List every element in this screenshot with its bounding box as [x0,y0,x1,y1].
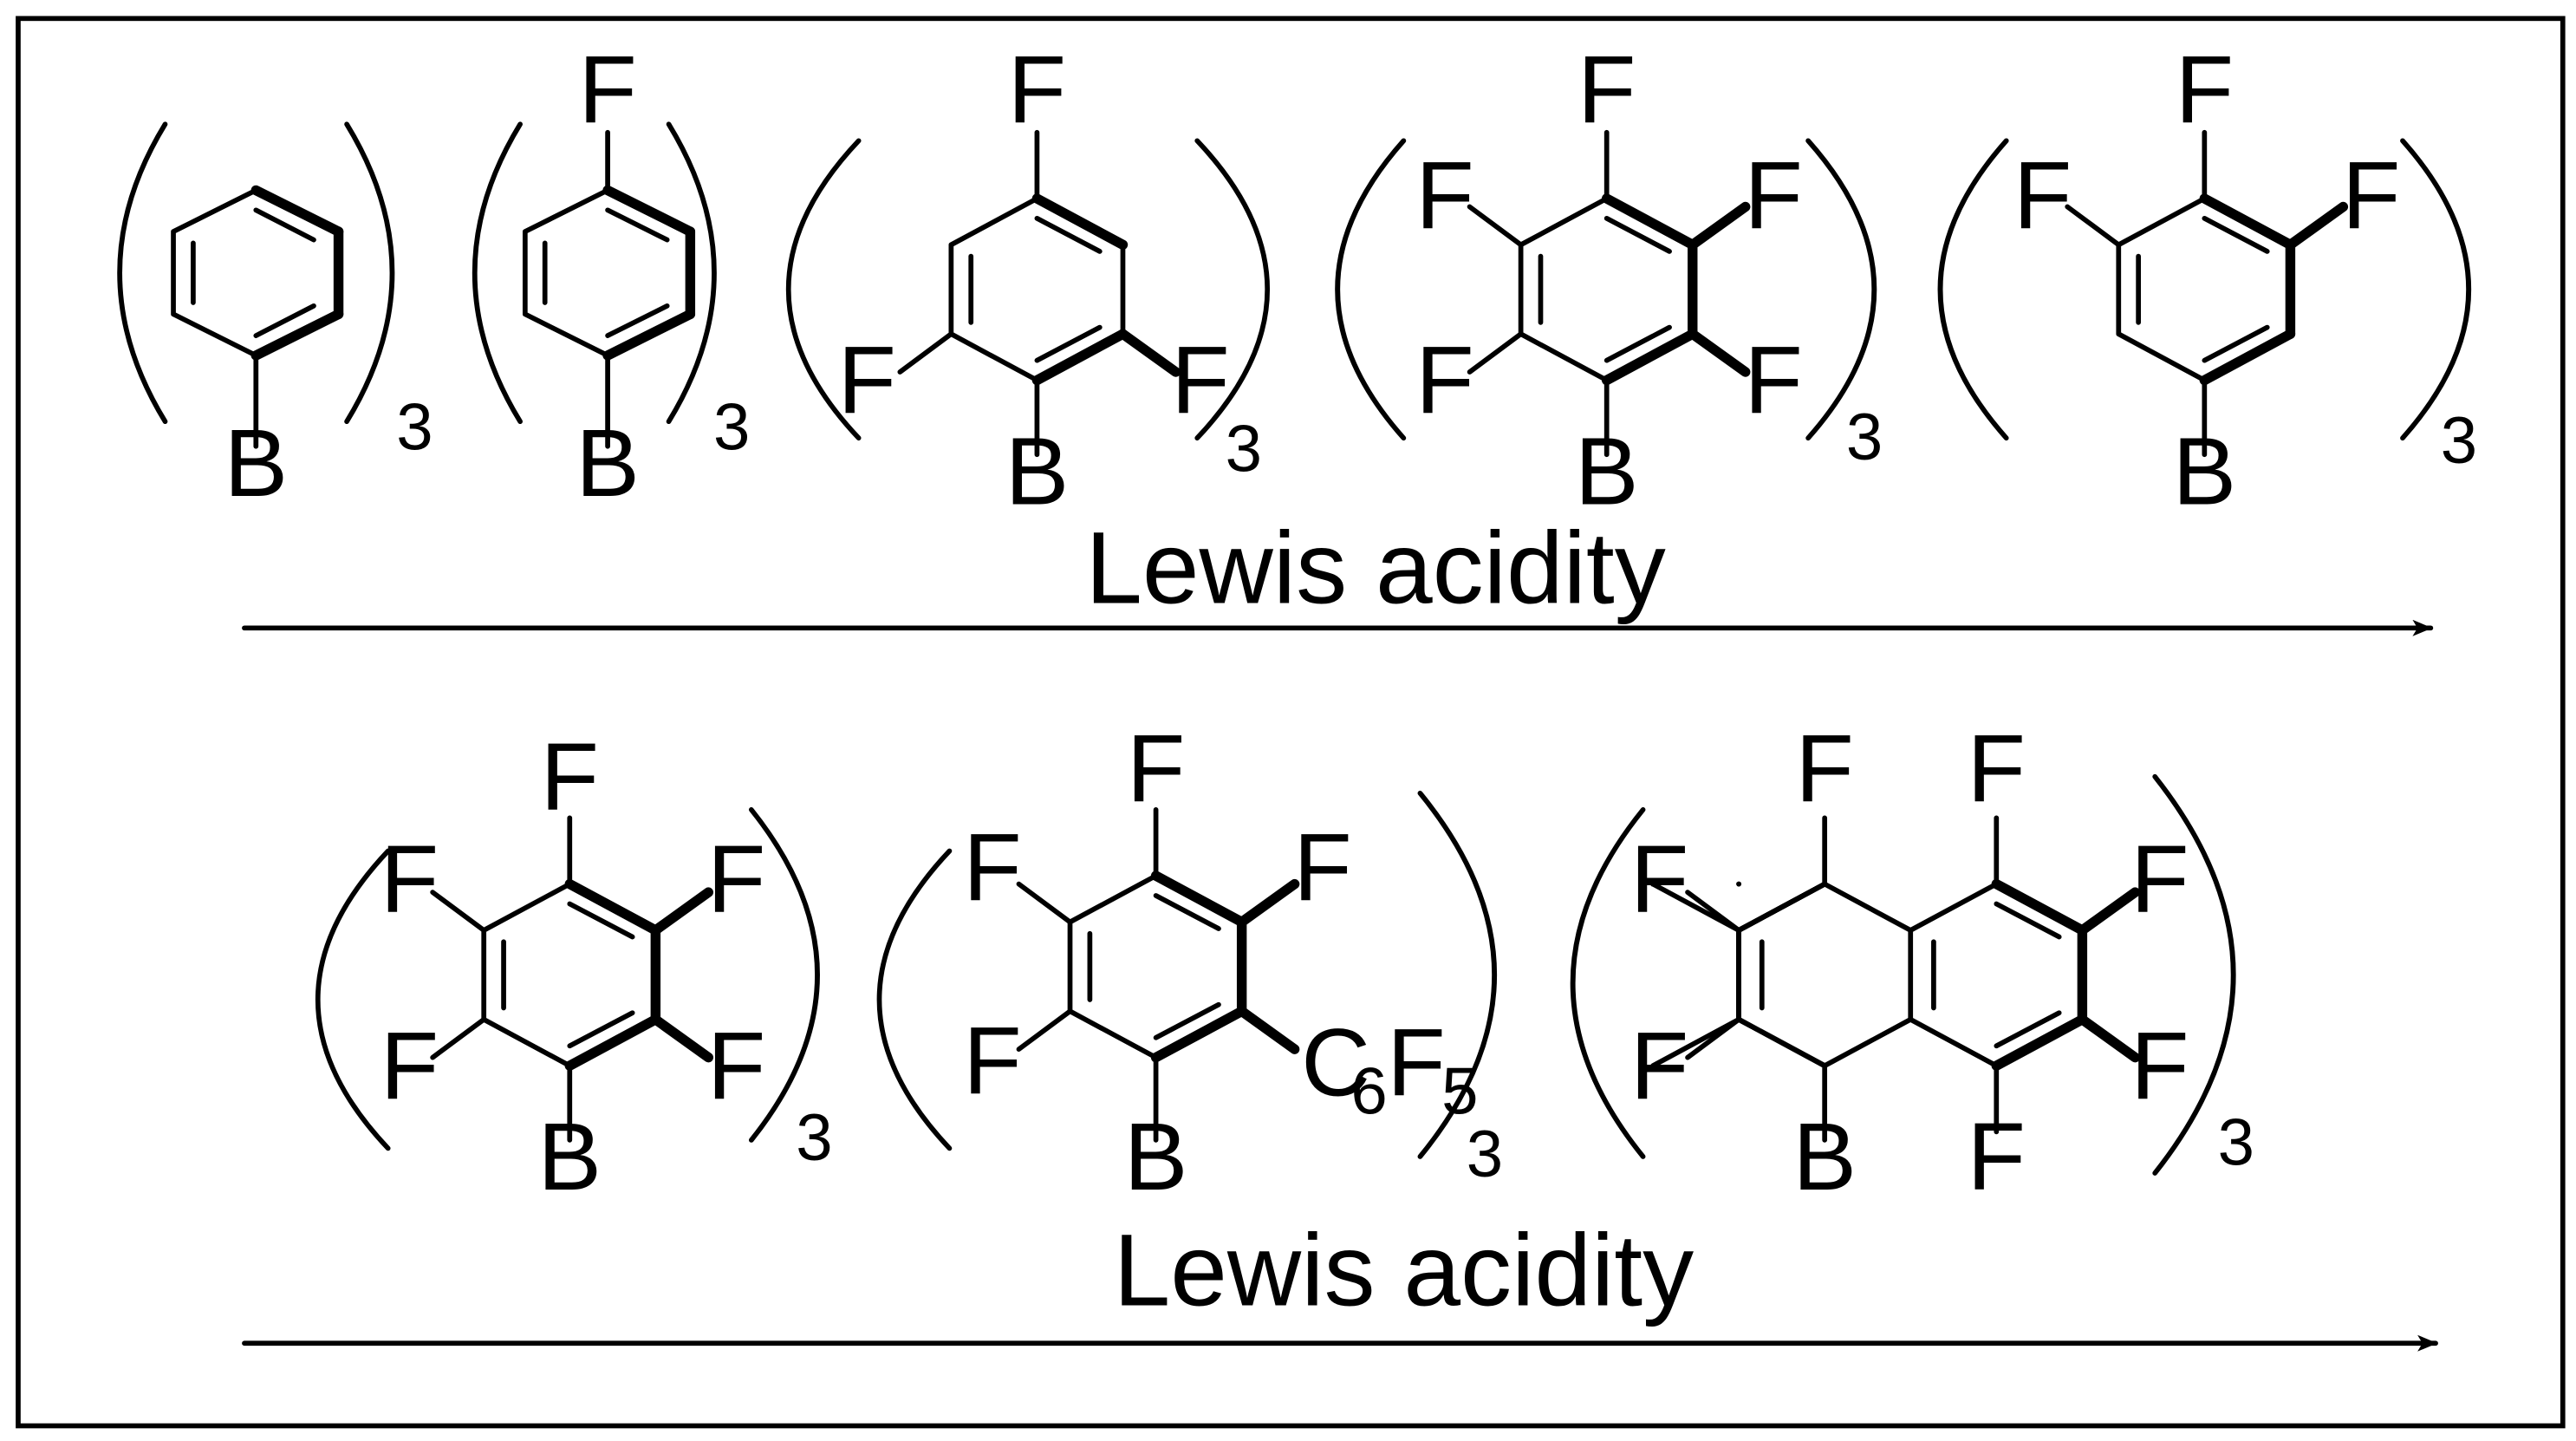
anthracene-substituent-bonds [1685,815,2141,1143]
left-parenthesis [472,121,523,425]
stoichiometry-3: 3 [396,391,433,465]
left-parenthesis [1335,138,1407,441]
figure-frame [16,16,2566,1429]
compound-triphenylborane [117,121,395,449]
right-parenthesis [344,121,395,425]
atom-f: F [1171,328,1230,434]
atom-f: F [1415,142,1474,249]
compound-pentafluorophenylborane [1335,129,1877,458]
atom-f: F [707,1013,766,1119]
compound-pentafluorophenylborane-row2 [315,807,820,1151]
subscript-5: 5 [1441,1054,1478,1128]
atom-f: F [1630,1013,1689,1119]
stoichiometry-3: 3 [713,391,750,465]
atom-f: F [1293,815,1352,922]
c6f5-group: C 6 F 5 [1301,1009,1478,1128]
left-parenthesis [876,848,953,1151]
left-parenthesis [315,848,391,1151]
atom-f: F [578,36,637,143]
atom-b: B [1124,1104,1188,1210]
atom-f: F [541,724,600,831]
anthracene-outer-left-ring [1736,881,1828,1069]
atom-f: F [837,328,896,434]
right-parenthesis [1194,138,1270,441]
atom-b: B [537,1104,602,1210]
right-parenthesis [2400,138,2471,441]
compound-4-fluorophenylborane [472,121,717,449]
atom-b: B [2172,418,2236,525]
atom-f: F [2176,36,2234,143]
subscript-6: 6 [1350,1054,1387,1128]
atom-f: F [1968,715,2026,822]
atom-f: F [1577,36,1636,143]
atom-f: F [1415,328,1474,434]
atom-f: F [381,1013,439,1119]
left-parenthesis [1570,807,1646,1159]
left-parenthesis [1937,138,2009,441]
atom-f: F [1008,36,1067,143]
atom-f: F [963,815,1022,922]
stoichiometry-3: 3 [2218,1105,2254,1179]
stoichiometry-3: 3 [1846,401,1883,474]
atom-f: F [1744,328,1803,434]
left-parenthesis [117,121,168,425]
right-parenthesis [748,807,820,1143]
atom-b: B [576,410,640,517]
stoichiometry-3: 3 [2441,404,2477,478]
atom-f: F [2130,1013,2189,1119]
compound-246-trifluorophenylborane [786,129,1270,458]
arrow-label-lewis-acidity: Lewis acidity [1085,512,1666,626]
arrow-label-lewis-acidity: Lewis acidity [1114,1213,1695,1327]
atom-f: F [963,1008,1022,1115]
atom-f: F [707,826,766,933]
atom-f: F [2342,142,2401,249]
atom-f: F [381,826,439,933]
stoichiometry-3: 3 [796,1101,832,1175]
atom-f: F [1127,715,1186,822]
right-parenthesis [2152,773,2236,1176]
atom-c: C [1301,1009,1370,1116]
atom-b: B [1575,418,1639,525]
compound-345-trifluorophenylborane [1937,129,2471,458]
atom-f: F [2130,826,2189,933]
atom-f: F [1387,1009,1445,1116]
atom-f: F [1744,142,1803,249]
right-parenthesis [1417,790,1497,1159]
atom-f: F [1795,715,1854,822]
atom-f: F [2013,142,2072,249]
compound-perfluorobiphenylborane [876,790,1497,1159]
right-parenthesis [1805,138,1877,441]
atom-f: F [1630,826,1689,933]
stoichiometry-3: 3 [1226,412,1262,486]
left-parenthesis [786,138,862,441]
labels: B 3 B F 3 B F F F 3 B F F F F F 3 B F F … [224,36,2477,1327]
stoichiometry-3: 3 [1467,1118,1503,1191]
atom-b: B [224,410,288,517]
atom-b: B [1005,418,1070,525]
right-parenthesis [666,121,717,425]
